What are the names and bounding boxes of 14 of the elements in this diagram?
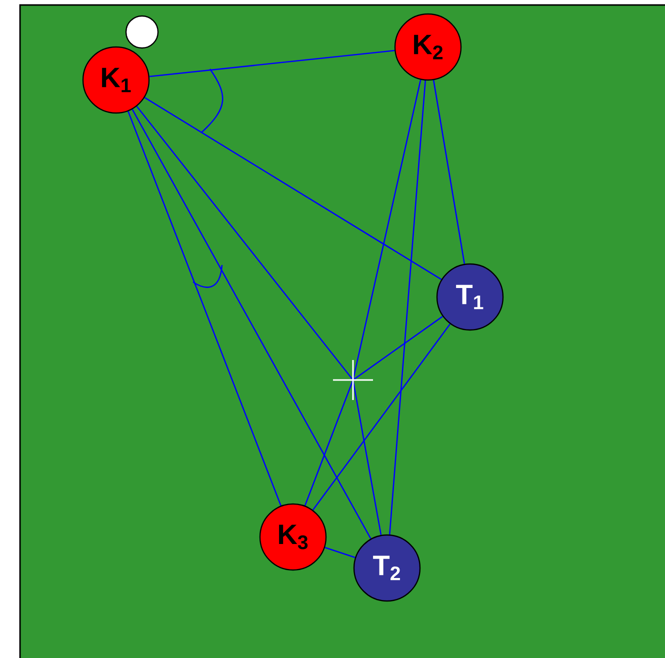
empty-circle	[125, 15, 159, 49]
connector-line	[144, 97, 442, 280]
connector-line	[304, 380, 354, 506]
connector-line	[352, 316, 443, 381]
connector-line	[352, 80, 422, 380]
connector-line	[136, 106, 354, 380]
connector-line	[432, 80, 466, 264]
connector-line	[128, 111, 282, 506]
cross-mark	[332, 359, 374, 401]
connector-line	[149, 50, 395, 78]
connector-line	[132, 109, 372, 539]
connector-line	[324, 546, 356, 558]
connector-line	[388, 80, 426, 535]
connector-line	[312, 324, 451, 510]
